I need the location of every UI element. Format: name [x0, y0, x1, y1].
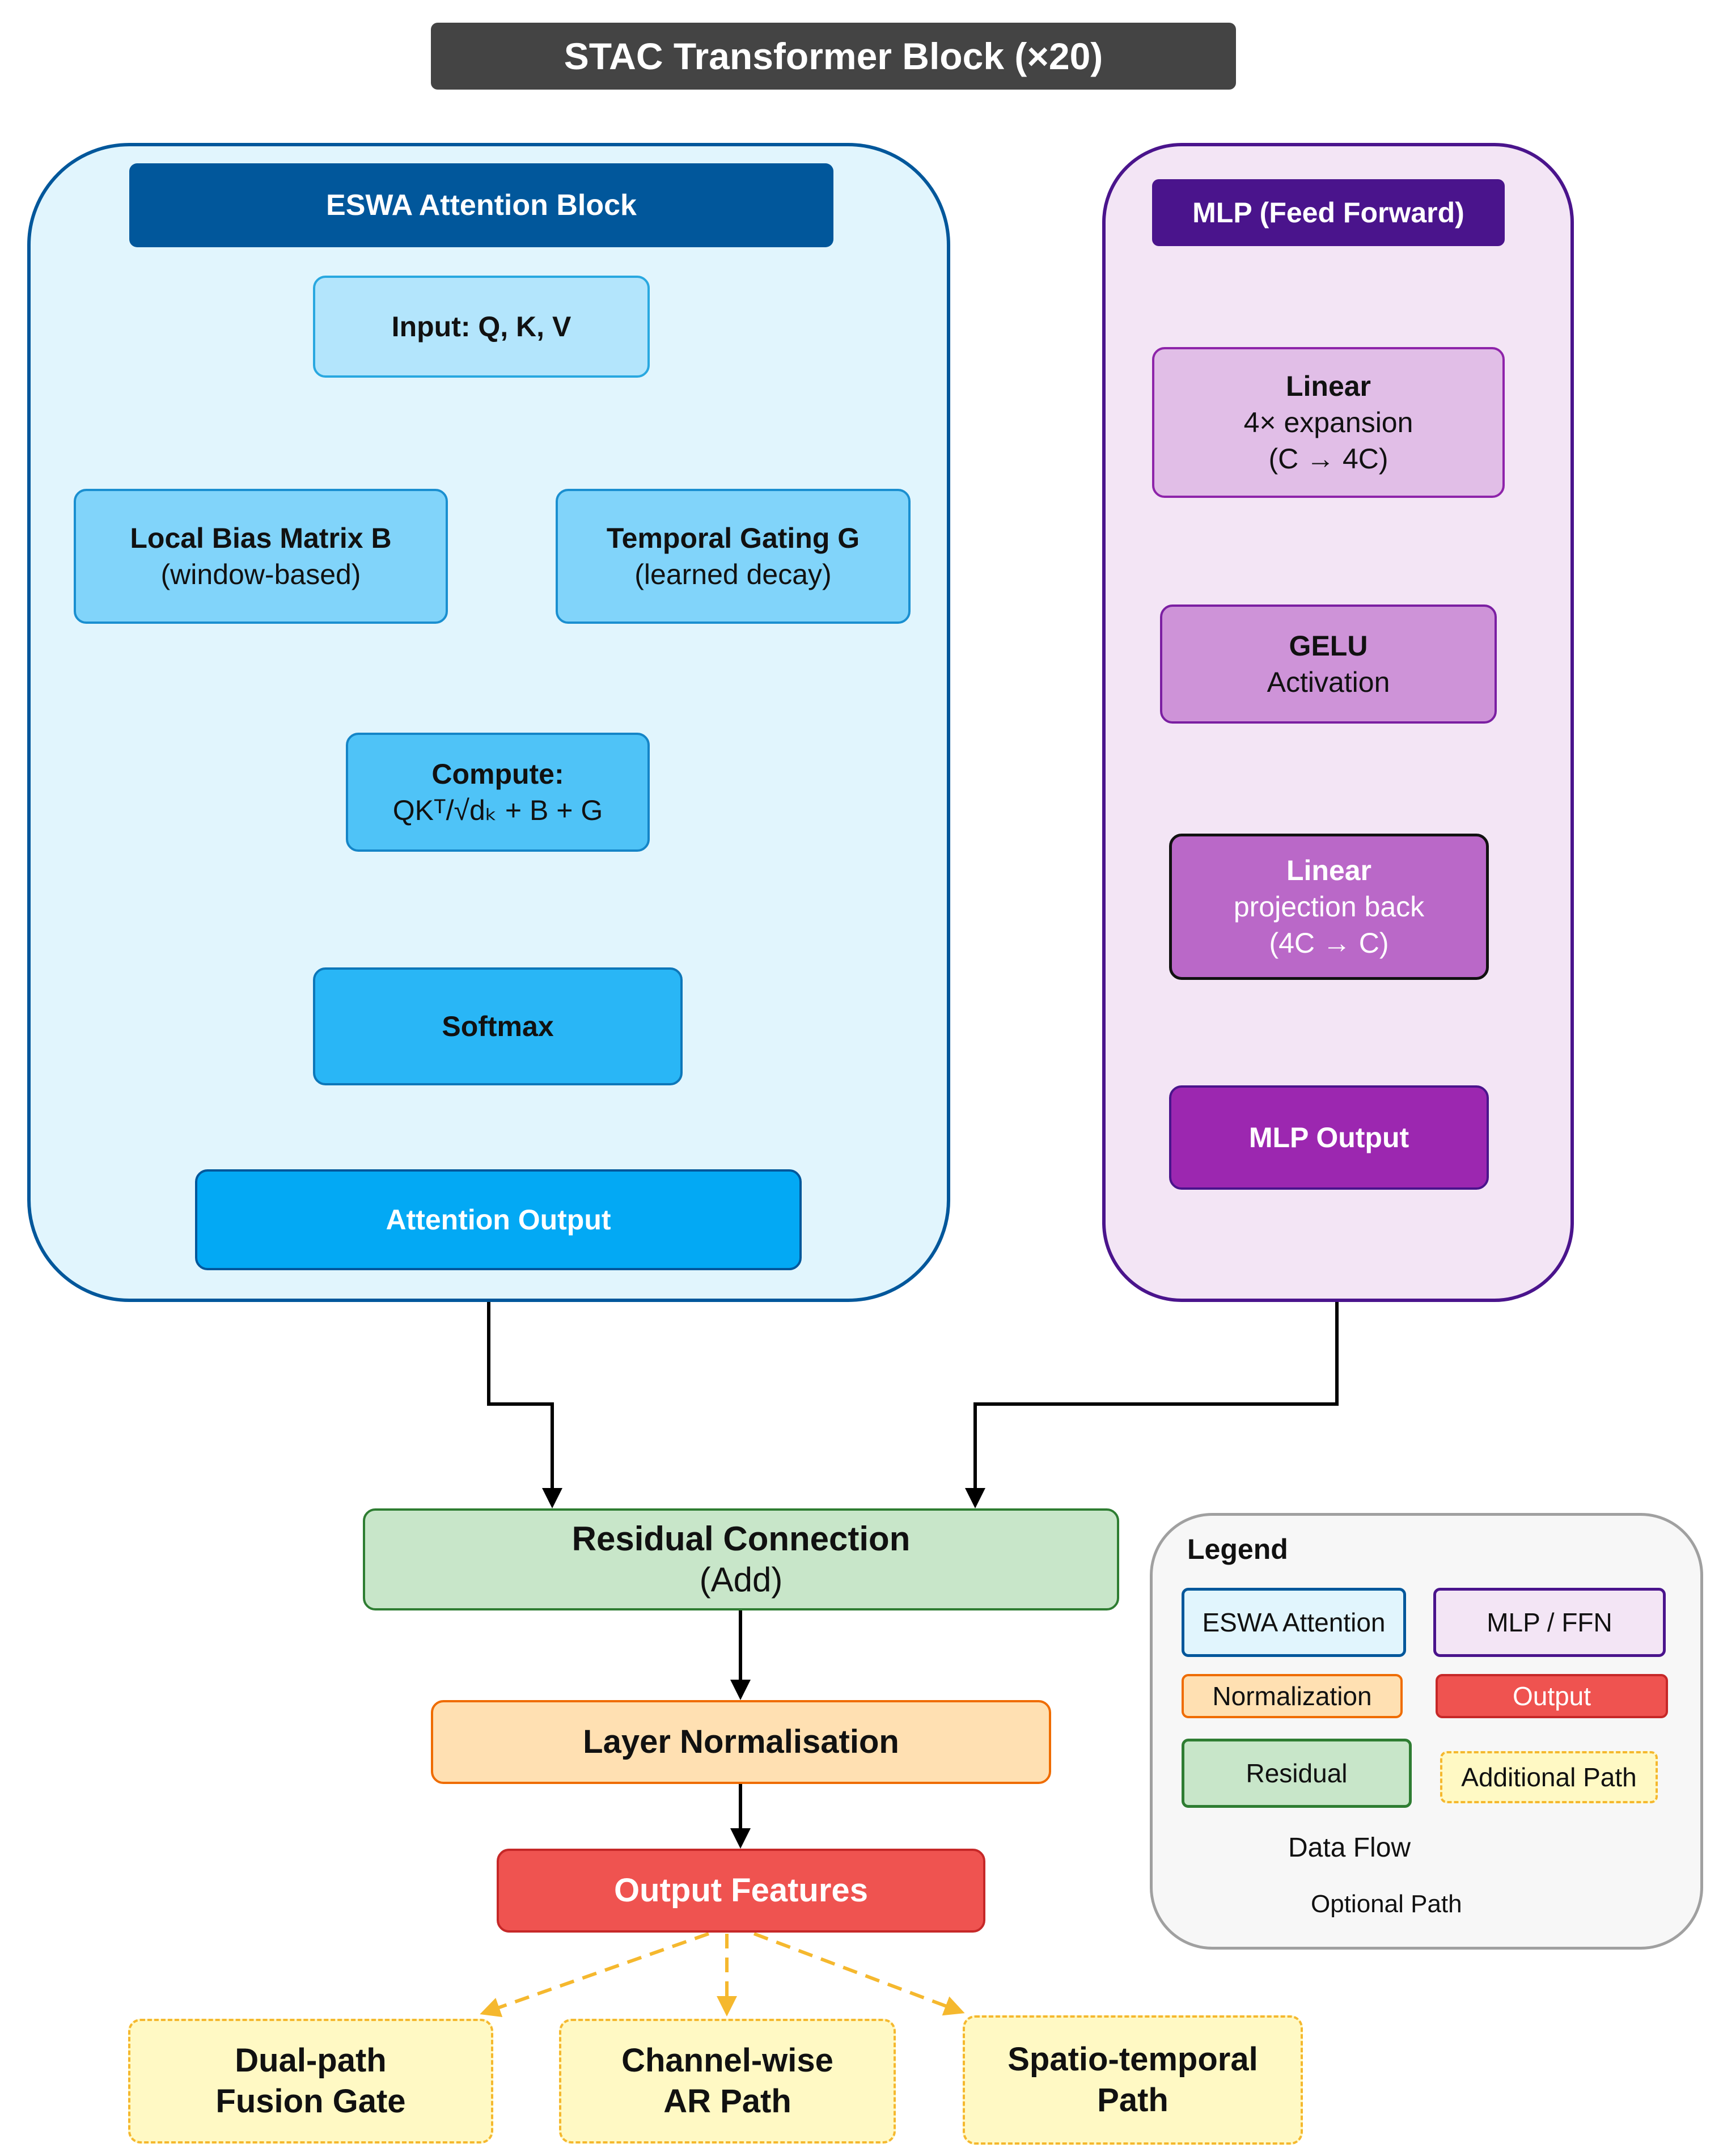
optional-arrow-spatio	[753, 1932, 965, 2016]
mlp-output-node: MLP Output	[1169, 1085, 1489, 1190]
linear-expansion-line1: 4× expansion	[1243, 407, 1413, 438]
dual-path-node: Dual-path Fusion Gate	[128, 2019, 493, 2144]
layer-norm-label: Layer Normalisation	[583, 1723, 899, 1760]
linear-projection-line2: (4C → C)	[1269, 927, 1389, 959]
legend-output-swatch: Output	[1436, 1674, 1668, 1718]
arrow-mlp-to-residual	[965, 1302, 1339, 1508]
dual-path-line2: Fusion Gate	[215, 2083, 406, 2120]
temporal-gating-title: Temporal Gating G	[606, 522, 860, 554]
attention-output-label: Attention Output	[386, 1204, 611, 1236]
linear-projection-node: Linear projection back (4C → C)	[1169, 834, 1489, 980]
channel-ar-node: Channel-wise AR Path	[559, 2019, 896, 2144]
legend-eswa-swatch: ESWA Attention	[1182, 1588, 1406, 1657]
linear-expansion-node: Linear 4× expansion (C → 4C)	[1152, 347, 1505, 498]
legend-mlp-swatch: MLP / FFN	[1433, 1588, 1666, 1657]
diagram-title: STAC Transformer Block (×20)	[431, 23, 1236, 90]
linear-expansion-title: Linear	[1285, 370, 1371, 402]
linear-projection-line1: projection back	[1233, 891, 1425, 923]
spatio-temporal-line1: Spatio-temporal	[1007, 2041, 1258, 2078]
softmax-label: Softmax	[442, 1011, 554, 1042]
residual-title: Residual Connection	[571, 1520, 911, 1558]
input-qkv-label: Input: Q, K, V	[391, 311, 571, 343]
attention-output-node: Attention Output	[195, 1169, 802, 1270]
optional-arrow-dual	[480, 1932, 709, 2018]
local-bias-node: Local Bias Matrix B (window-based)	[74, 489, 448, 624]
softmax-node: Softmax	[313, 967, 683, 1085]
layer-norm-node: Layer Normalisation	[431, 1700, 1051, 1784]
legend-residual-swatch: Residual	[1182, 1739, 1412, 1808]
compute-title: Compute:	[431, 758, 564, 790]
legend-optional-label: Optional Path	[1311, 1890, 1462, 1918]
compute-formula: QKᵀ/√dₖ + B + G	[392, 794, 603, 826]
linear-projection-title: Linear	[1286, 855, 1372, 886]
dual-path-line1: Dual-path	[235, 2042, 387, 2079]
legend-dataflow-label: Data Flow	[1288, 1832, 1411, 1863]
channel-ar-line2: AR Path	[663, 2083, 791, 2120]
legend-additional-swatch: Additional Path	[1440, 1751, 1658, 1803]
legend-norm-swatch: Normalization	[1182, 1674, 1403, 1718]
local-bias-sub: (window-based)	[160, 559, 361, 590]
eswa-header: ESWA Attention Block	[129, 163, 833, 247]
local-bias-title: Local Bias Matrix B	[130, 522, 392, 554]
spatio-temporal-line2: Path	[1097, 2082, 1169, 2119]
compute-node: Compute: QKᵀ/√dₖ + B + G	[346, 733, 650, 852]
legend-title: Legend	[1187, 1533, 1288, 1565]
linear-expansion-line2: (C → 4C)	[1268, 443, 1388, 475]
legend-panel	[1150, 1513, 1703, 1950]
mlp-output-label: MLP Output	[1248, 1122, 1409, 1153]
output-features-label: Output Features	[614, 1872, 868, 1909]
gelu-sub: Activation	[1267, 666, 1390, 698]
spatio-temporal-node: Spatio-temporal Path	[963, 2015, 1303, 2145]
temporal-gating-sub: (learned decay)	[634, 559, 832, 590]
gelu-title: GELU	[1289, 630, 1368, 662]
channel-ar-line1: Channel-wise	[621, 2042, 833, 2079]
input-qkv-node: Input: Q, K, V	[313, 276, 650, 378]
output-features-node: Output Features	[497, 1849, 985, 1933]
residual-sub: (Add)	[699, 1561, 783, 1599]
arrow-eswa-to-residual	[487, 1302, 562, 1508]
residual-connection-node: Residual Connection (Add)	[363, 1508, 1119, 1610]
temporal-gating-node: Temporal Gating G (learned decay)	[556, 489, 911, 624]
gelu-node: GELU Activation	[1160, 604, 1497, 724]
mlp-header: MLP (Feed Forward)	[1152, 179, 1505, 246]
